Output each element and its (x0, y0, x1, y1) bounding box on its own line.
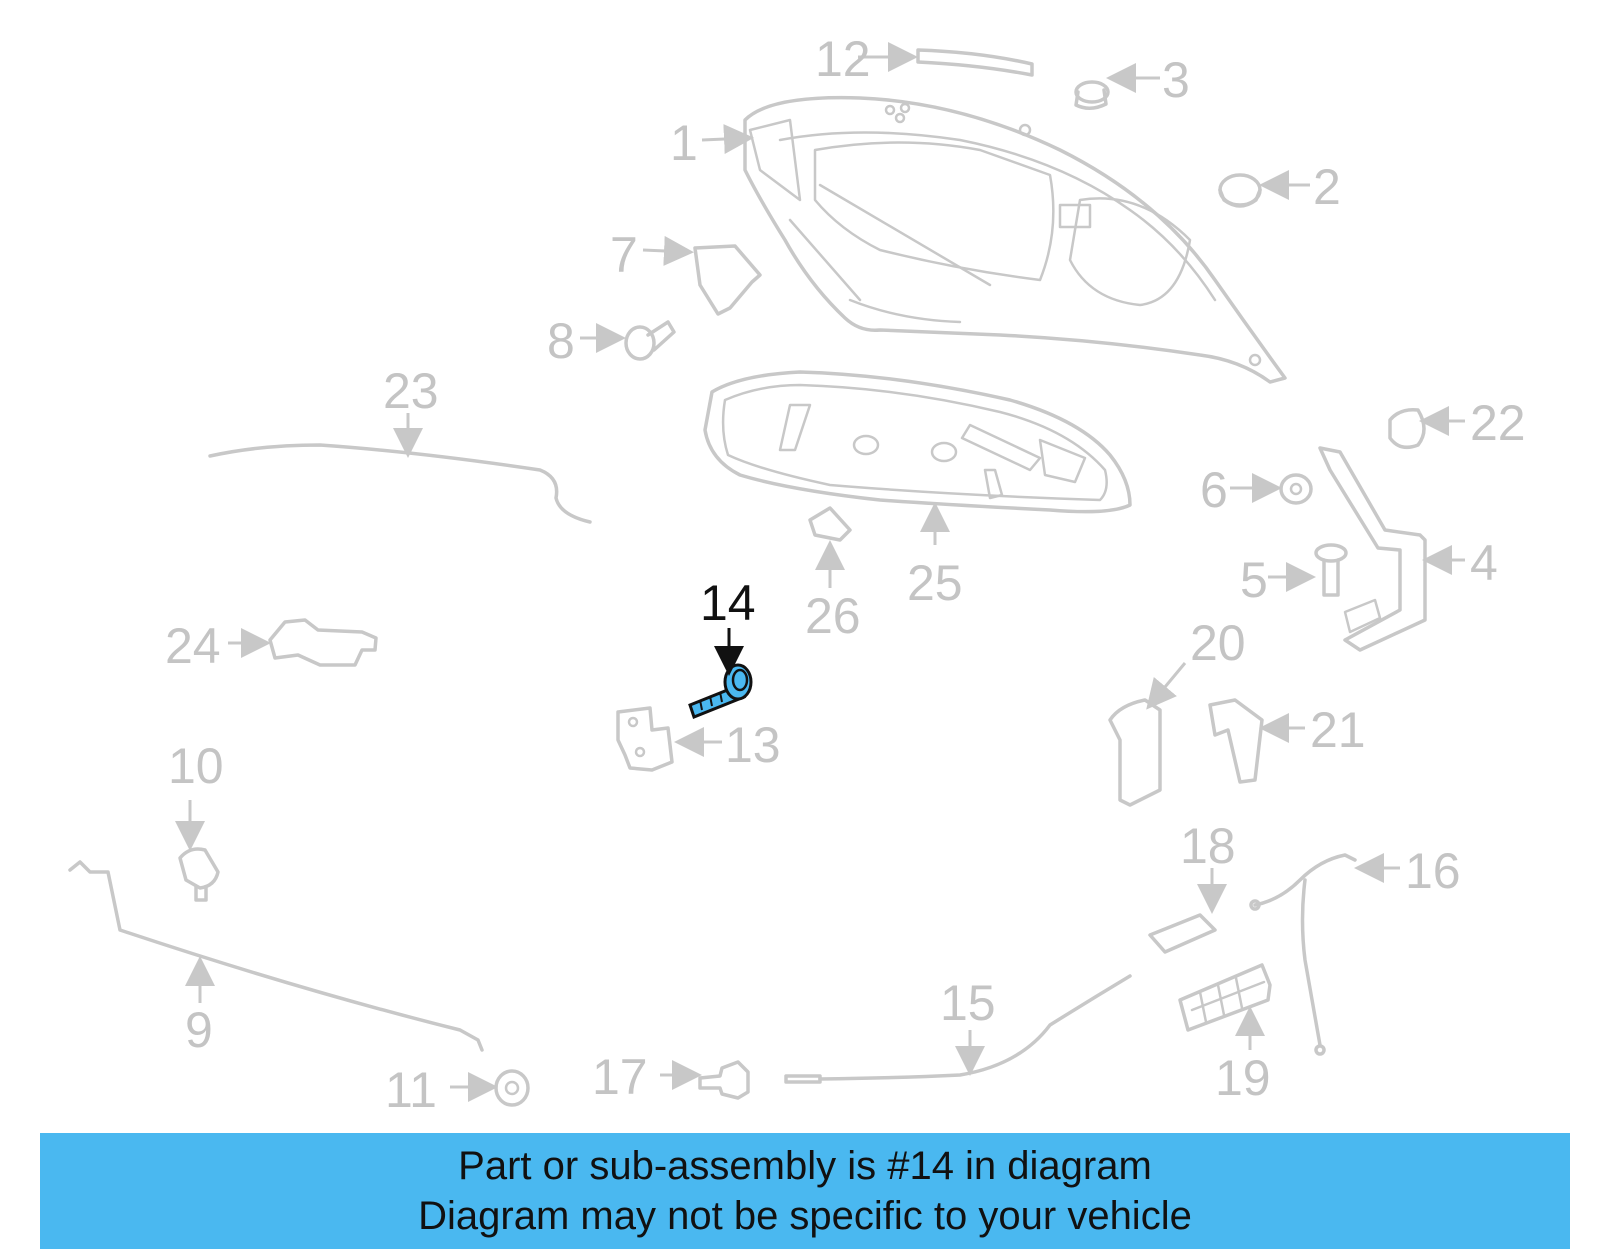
callout-17: 17 (592, 1049, 648, 1105)
arrow-20 (1146, 662, 1187, 710)
part-24-bracket (268, 618, 378, 667)
part-10-clip (178, 847, 220, 902)
callout-6: 6 (1200, 462, 1228, 518)
callout-10: 10 (168, 738, 224, 794)
callout-9: 9 (185, 1002, 213, 1058)
callout-15: 15 (940, 975, 996, 1031)
part-11-nut (494, 1069, 530, 1107)
part-15-release-cable (784, 974, 1132, 1084)
part-12-seal-strip (916, 48, 1034, 77)
arrow-1 (701, 124, 754, 155)
part-17-handle (698, 1060, 750, 1100)
part-7-bracket (693, 244, 762, 316)
info-banner: Part or sub-assembly is #14 in diagram D… (40, 1133, 1570, 1249)
callout-11: 11 (385, 1062, 437, 1118)
part-18-pad (1148, 913, 1217, 954)
callout-5: 5 (1240, 552, 1268, 608)
part-20-cover (1108, 698, 1162, 807)
part-1-hood-panel (743, 95, 1287, 384)
callout-26: 26 (805, 588, 861, 644)
arrow-7 (642, 235, 694, 266)
callout-22: 22 (1470, 395, 1526, 451)
part-26-pad (808, 506, 852, 542)
callout-18: 18 (1180, 818, 1236, 874)
callout-20: 20 (1190, 615, 1246, 671)
callout-19: 19 (1215, 1050, 1271, 1106)
callout-23: 23 (383, 363, 439, 419)
callout-4: 4 (1470, 535, 1498, 591)
part-14-bolt-highlighted (688, 663, 753, 719)
part-21-bracket (1208, 698, 1264, 784)
part-6-nut (1279, 473, 1313, 505)
banner-line-2: Diagram may not be specific to your vehi… (418, 1194, 1192, 1238)
callout-14: 14 (700, 575, 756, 631)
part-5-bolt (1314, 543, 1348, 597)
callout-3: 3 (1162, 52, 1190, 108)
callout-1: 1 (670, 115, 698, 171)
part-23-prop-rod (208, 443, 592, 524)
callout-2: 2 (1313, 159, 1341, 215)
part-8-push-pin (624, 320, 676, 361)
callout-13: 13 (725, 717, 781, 773)
callout-12: 12 (815, 31, 871, 87)
part-22-cap (1388, 407, 1426, 450)
banner-line-1: Part or sub-assembly is #14 in diagram (458, 1144, 1152, 1188)
part-9-release-rod (68, 860, 484, 1052)
part-19-insert (1178, 963, 1272, 1032)
callout-16: 16 (1405, 843, 1461, 899)
part-3-clip (1074, 80, 1110, 110)
part-25-insulator (703, 370, 1132, 514)
part-13-latch (616, 706, 674, 772)
part-16-cable (1249, 853, 1357, 1056)
part-4-hinge (1318, 446, 1427, 652)
callout-21: 21 (1310, 702, 1366, 758)
callout-24: 24 (165, 618, 221, 674)
callout-7: 7 (610, 227, 638, 283)
callout-25: 25 (907, 555, 963, 611)
callout-8: 8 (547, 313, 575, 369)
part-2-bumper (1218, 173, 1262, 208)
